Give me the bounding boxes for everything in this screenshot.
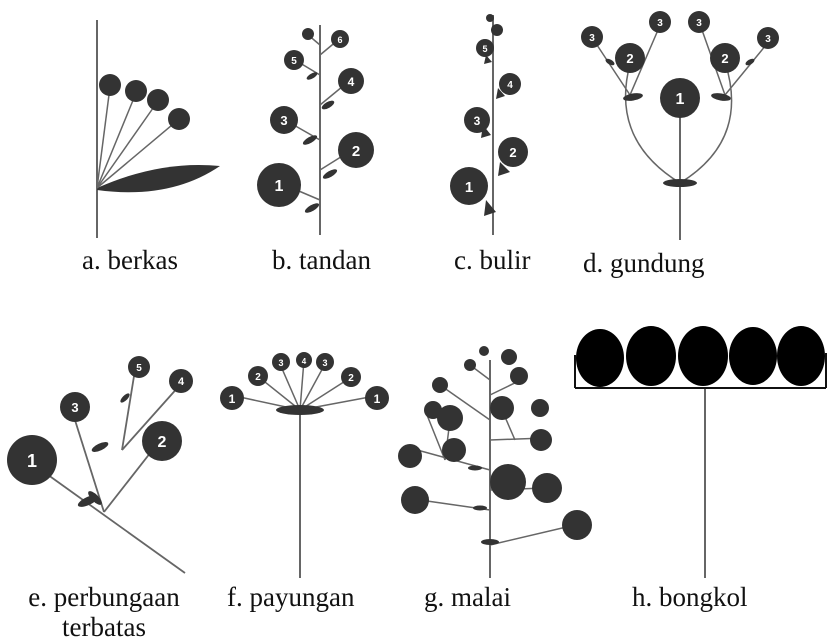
flower: [510, 367, 528, 385]
flower-number: 5: [482, 44, 487, 54]
flower: [678, 326, 728, 386]
flower: [562, 510, 592, 540]
caption-e: e. perbungaan terbatas: [14, 582, 194, 642]
flower-number: 3: [474, 114, 481, 128]
flower: [442, 438, 466, 462]
flower-number: 2: [509, 145, 516, 160]
caption-g: g. malai: [424, 582, 511, 612]
flower-number: 2: [158, 434, 167, 451]
panel-g-malai: [398, 346, 592, 578]
flowers: [99, 74, 190, 130]
panel-b-tandan: 1 2 3 4 5 6: [257, 25, 374, 235]
flower: [464, 359, 476, 371]
flower-number: 2: [626, 51, 633, 66]
panel-h-bongkol: [575, 326, 826, 578]
caption-a: a. berkas: [82, 245, 178, 275]
flower: [532, 473, 562, 503]
flowers: [450, 14, 528, 205]
flower-number: 1: [374, 392, 381, 406]
flower-number: 3: [71, 400, 78, 415]
branches: [410, 365, 575, 545]
flower: [168, 108, 190, 130]
leaf: [97, 165, 220, 192]
caption-h: h. bongkol: [632, 582, 748, 612]
flower: [302, 28, 314, 40]
flower-number: 3: [280, 113, 287, 128]
flowers: [576, 326, 825, 387]
flower: [479, 346, 489, 356]
flower-number: 2: [352, 143, 360, 160]
flowers: [398, 346, 592, 540]
caption-e-line1: e. perbungaan: [14, 582, 194, 612]
flower-number: 1: [465, 179, 473, 196]
caption-e-line2: terbatas: [14, 612, 194, 642]
flower: [531, 399, 549, 417]
panel-d-gundung: 1 2 2 3 3 3 3: [581, 11, 779, 240]
flower-number: 5: [136, 363, 142, 374]
flower-number: 3: [765, 34, 771, 45]
flower: [490, 464, 526, 500]
flower-number: 2: [721, 51, 728, 66]
panel-a-berkas: [97, 20, 220, 238]
flower-number: 6: [337, 35, 342, 45]
flower: [99, 74, 121, 96]
flower-number: 3: [278, 358, 283, 368]
flower: [424, 401, 442, 419]
flower: [501, 349, 517, 365]
flower-number: 4: [507, 80, 513, 91]
caption-b: b. tandan: [272, 245, 371, 275]
flower-number: 1: [275, 178, 284, 195]
caption-d: d. gundung: [583, 248, 705, 278]
flower-number: 2: [255, 372, 261, 383]
flower-number: 4: [302, 357, 307, 366]
flower: [398, 444, 422, 468]
flower-number: 2: [348, 373, 354, 384]
flower-number: 1: [27, 451, 37, 471]
flower: [491, 24, 503, 36]
flower-number: 4: [178, 376, 185, 388]
panel-f-payungan: 1 2 3 4 3 2 1: [220, 352, 389, 578]
flower-number: 5: [291, 56, 297, 67]
flower: [626, 326, 676, 386]
flower: [401, 486, 429, 514]
flower: [125, 80, 147, 102]
flower-number: 3: [696, 18, 702, 29]
involucre: [276, 405, 324, 415]
flower-number: 3: [657, 18, 663, 29]
caption-f: f. payungan: [227, 582, 354, 612]
flower: [777, 326, 825, 386]
caption-c: c. bulir: [454, 245, 530, 275]
flower-number: 3: [322, 358, 327, 368]
flower-number: 1: [229, 392, 236, 406]
panel-e-perbungaan-terbatas: 1 2 3 4 5: [7, 356, 193, 573]
flower: [490, 396, 514, 420]
flower-number: 1: [676, 91, 685, 108]
flower: [147, 89, 169, 111]
flower: [576, 329, 624, 387]
flower: [530, 429, 552, 451]
flower: [486, 14, 494, 22]
flower: [432, 377, 448, 393]
flower-number: 3: [589, 33, 595, 44]
flower-number: 4: [348, 75, 355, 89]
flower: [729, 327, 777, 385]
panel-c-bulir: 1 2 3 4 5: [450, 14, 528, 235]
